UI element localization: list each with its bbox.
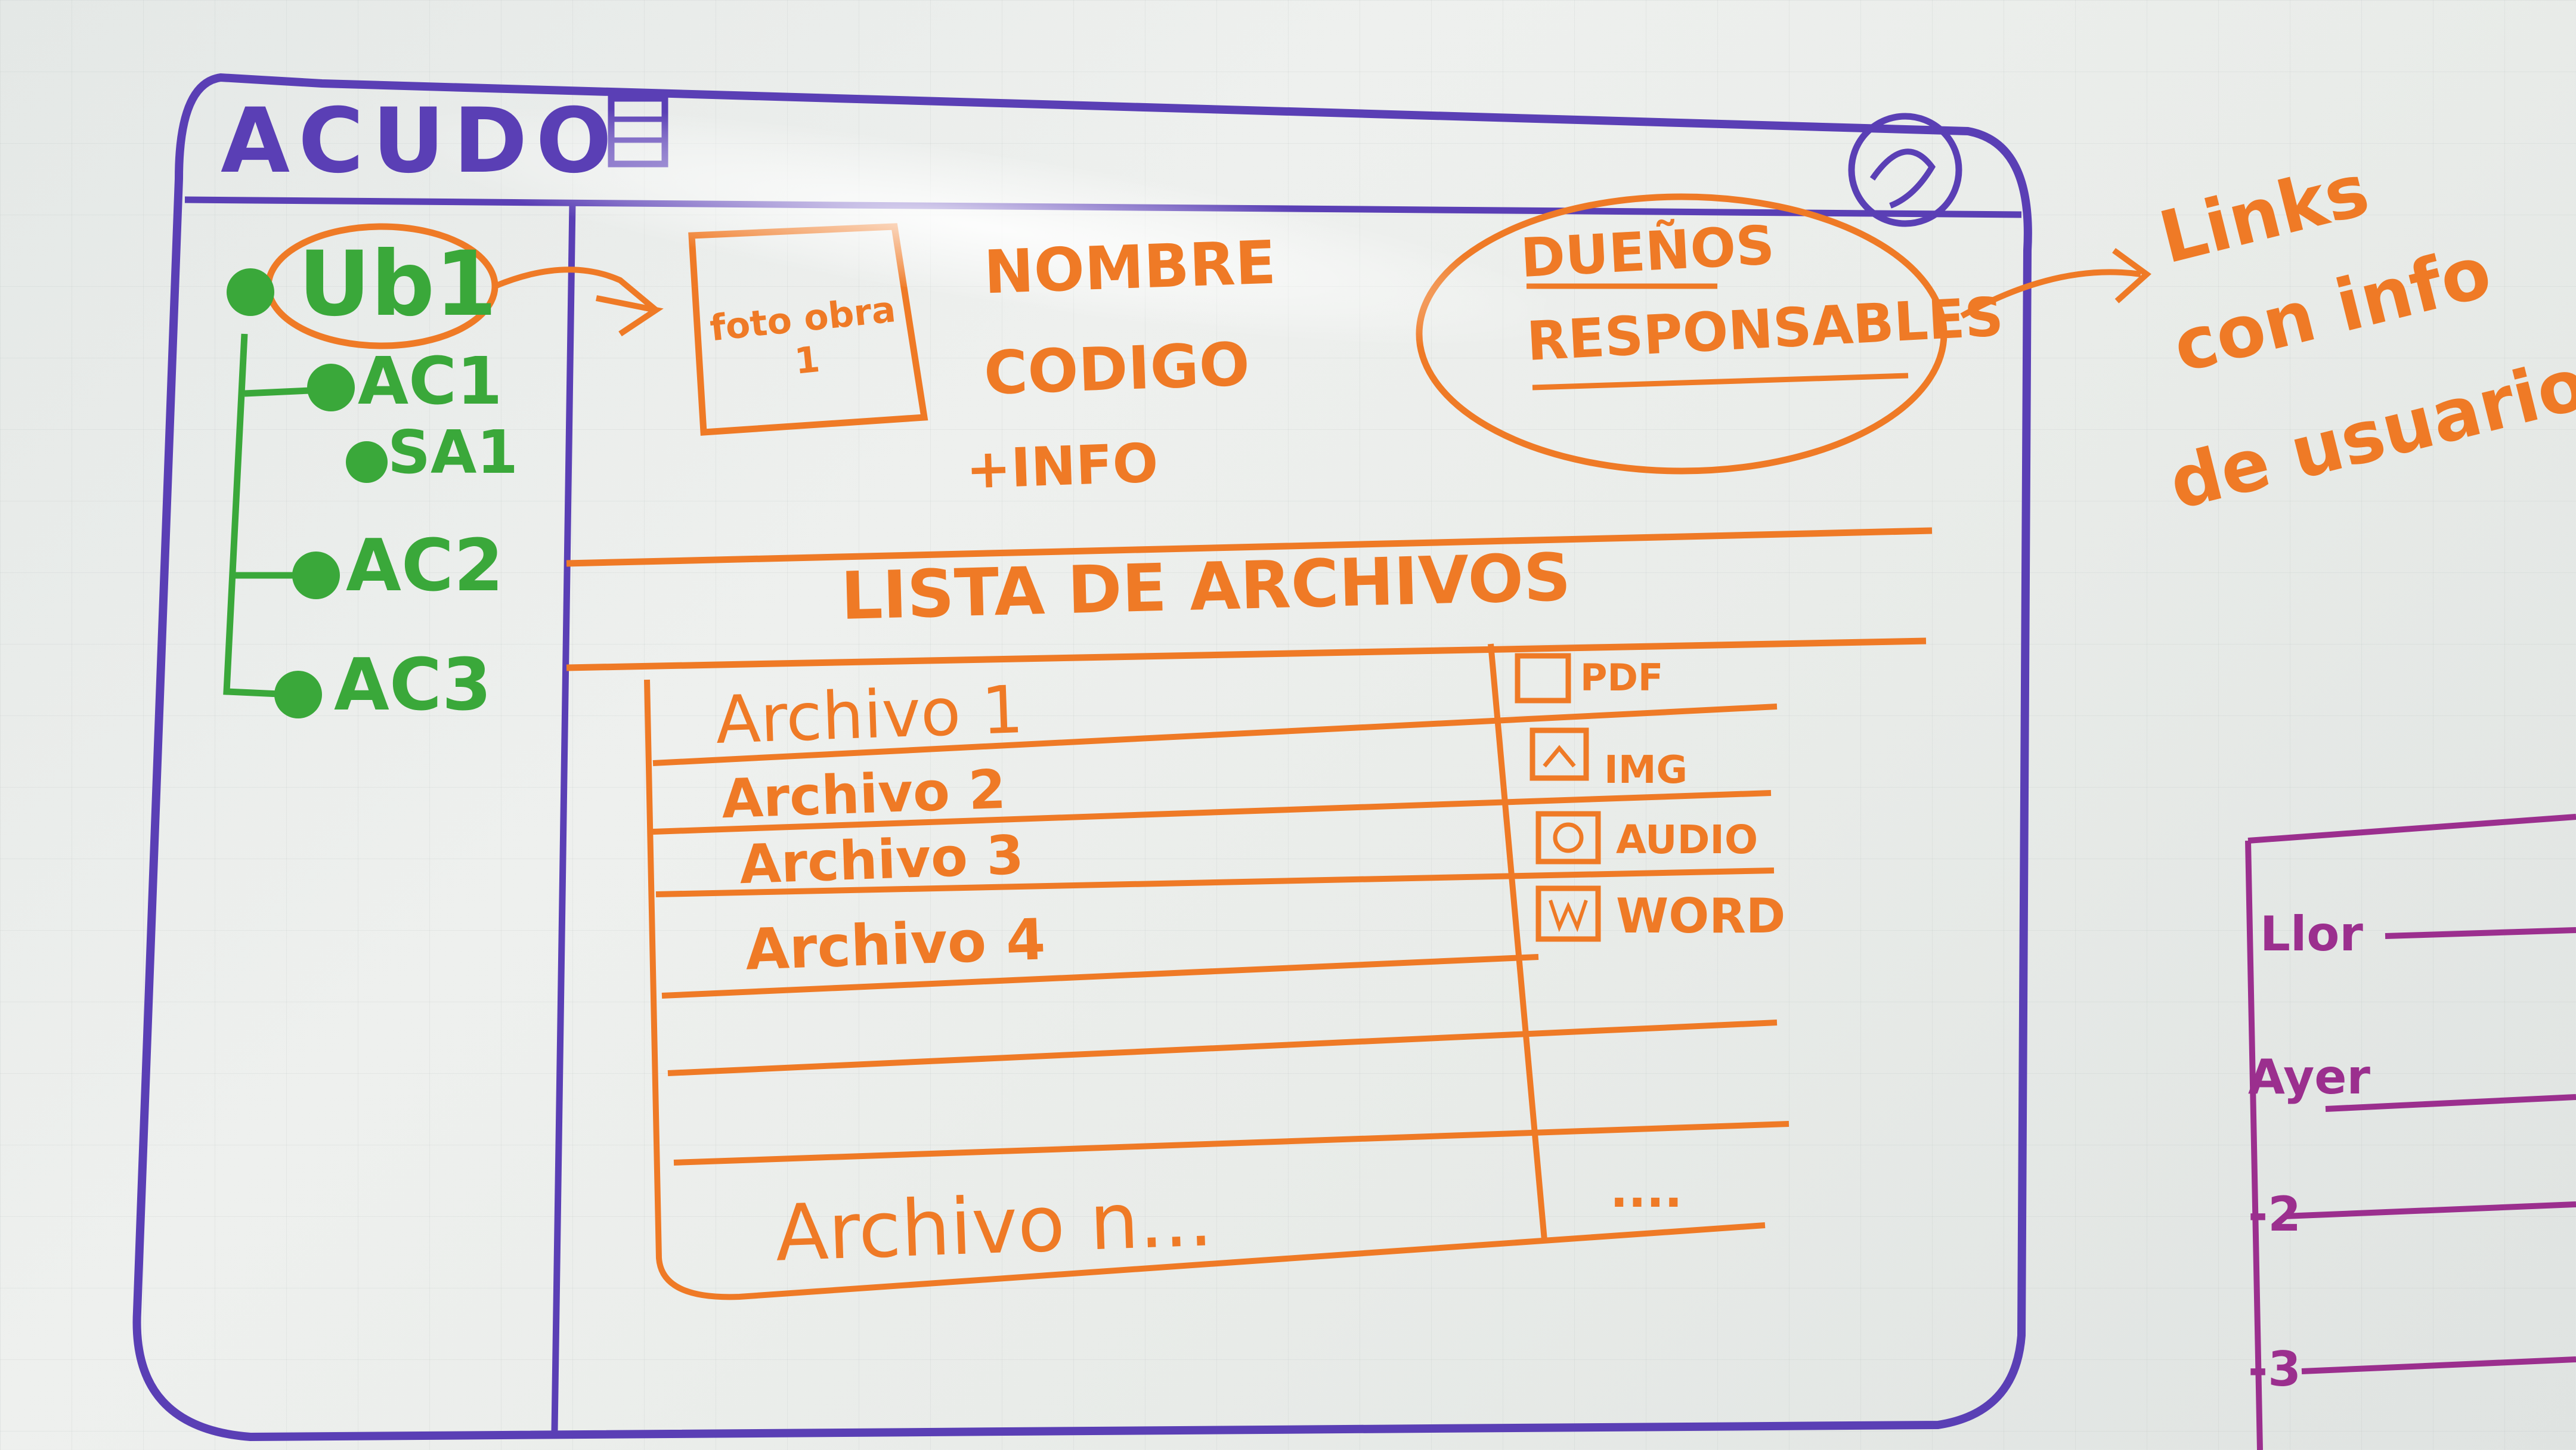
tree-item-ac3[interactable]: AC3 xyxy=(334,644,492,727)
file-row-type: AUDIO xyxy=(1616,817,1758,863)
tree-item-ac2[interactable]: AC2 xyxy=(346,525,504,608)
tree-item-sa1[interactable]: SA1 xyxy=(388,417,518,487)
owners-link[interactable]: DUEÑOS xyxy=(1519,213,1776,290)
tree-node-dot xyxy=(227,268,274,316)
file-row-name[interactable]: Archivo 3 xyxy=(738,823,1025,897)
tree-node-dot xyxy=(292,552,340,599)
field-name: NOMBRE xyxy=(983,227,1277,308)
tree-node-dot xyxy=(307,364,355,411)
side-label: -3 xyxy=(2248,1341,2301,1397)
tree-node-dot xyxy=(274,671,322,718)
sidebar-divider xyxy=(551,202,576,1432)
pdf-icon xyxy=(1515,653,1571,704)
side-label: -2 xyxy=(2248,1186,2301,1242)
word-icon xyxy=(1535,885,1601,942)
header-bottom-line xyxy=(566,637,1927,671)
file-row-type: WORD xyxy=(1616,888,1786,944)
user-icon[interactable] xyxy=(1848,113,1962,227)
tree-item-ac1[interactable]: AC1 xyxy=(358,343,503,419)
file-row-name[interactable]: Archivo 1 xyxy=(714,671,1025,758)
app-title: ACUDO xyxy=(221,89,620,193)
file-row-name[interactable]: Archivo 4 xyxy=(744,907,1047,983)
file-row-type: IMG xyxy=(1604,748,1688,792)
field-code: CODIGO xyxy=(983,329,1251,408)
side-sketch-lines xyxy=(2245,814,2576,1450)
tree-lines xyxy=(223,333,311,698)
tree-node-dot xyxy=(346,441,388,483)
file-type-ellipsis: .... xyxy=(1610,1163,1683,1218)
audio-icon xyxy=(1535,811,1601,865)
file-row-type: PDF xyxy=(1580,656,1664,699)
side-label: Ayer xyxy=(2248,1049,2370,1105)
file-row-last[interactable]: Archivo n... xyxy=(773,1173,1215,1279)
window-frame xyxy=(132,73,2032,1442)
owners-underline xyxy=(1527,283,1909,391)
file-row-name[interactable]: Archivo 2 xyxy=(720,758,1007,831)
side-label: Llor xyxy=(2260,906,2363,962)
link-arrow xyxy=(1960,269,2141,319)
field-more-info[interactable]: +INFO xyxy=(965,432,1159,501)
image-icon xyxy=(1530,727,1589,781)
file-table-lines xyxy=(644,643,1789,1300)
header-top-line xyxy=(566,527,1933,567)
tree-root[interactable]: Ub1 xyxy=(298,233,497,336)
